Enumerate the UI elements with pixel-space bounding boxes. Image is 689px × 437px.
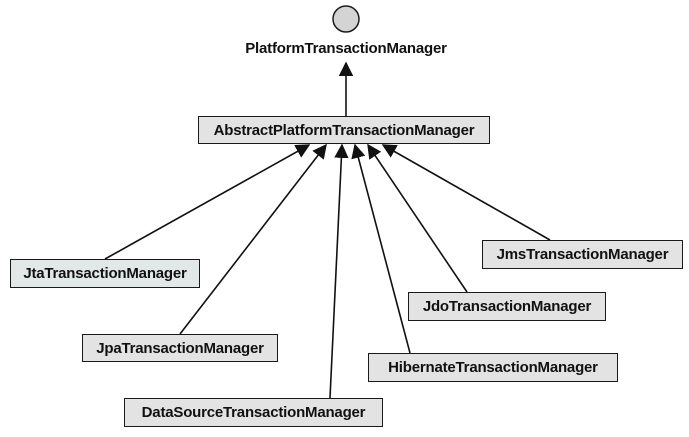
hibernate-class-box: HibernateTransactionManager (368, 353, 618, 382)
arrow-hibernate (351, 143, 411, 354)
interface-circle (332, 5, 360, 33)
jms-class-box: JmsTransactionManager (482, 240, 683, 269)
jta-class-box: JtaTransactionManager (10, 259, 200, 288)
jpa-class-box: JpaTransactionManager (82, 334, 278, 362)
arrow-jms (381, 144, 551, 241)
arrow-jpa (179, 143, 327, 335)
abstract-class-box: AbstractPlatformTransactionManager (198, 116, 490, 144)
arrow-datasource (329, 143, 349, 399)
arrow-jdo (367, 143, 468, 293)
interface-label: PlatformTransactionManager (245, 40, 447, 57)
datasource-class-box: DataSourceTransactionManager (124, 398, 383, 427)
arrow-jta (104, 144, 311, 260)
jdo-class-box: JdoTransactionManager (408, 292, 606, 321)
